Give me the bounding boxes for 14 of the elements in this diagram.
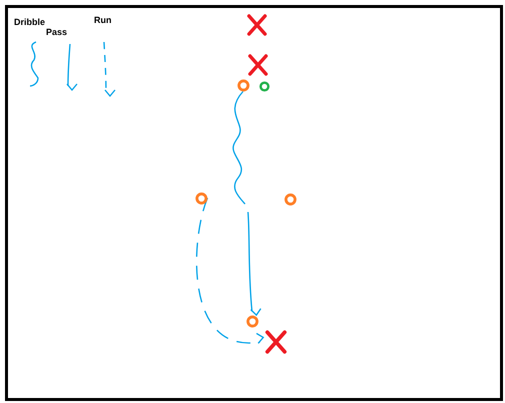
player-circle [236,78,250,92]
player-circle [246,314,258,328]
legend-label: Pass [46,28,68,37]
run-path-dashed [196,198,264,344]
dribble-path [232,91,246,204]
legend-label: Run [94,16,112,25]
ball-circle [258,80,270,92]
opponent-cross [263,329,289,355]
player-circle [194,192,208,204]
pass-arrow [247,212,262,316]
opponent-cross [245,13,269,37]
opponent-cross [246,53,270,77]
player-circle [284,192,296,206]
legend-label: Dribble [14,18,46,27]
